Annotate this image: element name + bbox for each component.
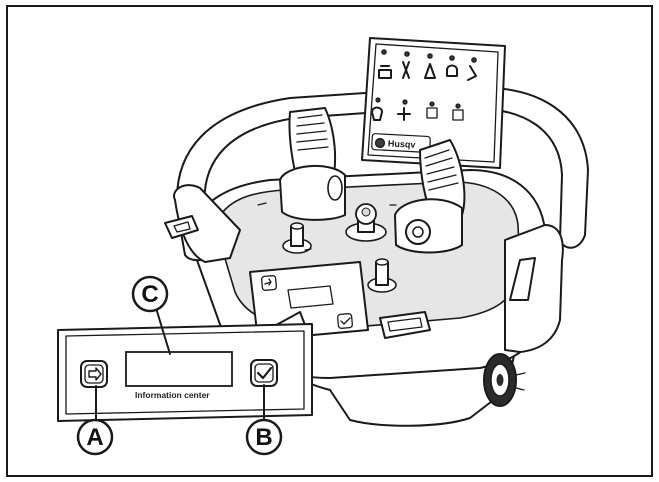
wheel xyxy=(483,353,526,407)
left-stick xyxy=(282,222,312,254)
brand-logo-icon xyxy=(374,137,386,149)
callout-a: A xyxy=(76,418,114,456)
indicator-icon-row-mid xyxy=(371,106,464,121)
unit-information-center xyxy=(249,261,369,341)
callout-b-label: B xyxy=(255,424,272,451)
callout-b: B xyxy=(245,418,283,456)
inset-caption: Information center xyxy=(135,390,210,400)
leader-line-c xyxy=(155,307,171,355)
callout-c: C xyxy=(131,275,169,313)
indicator-panel: Husqv xyxy=(361,37,506,169)
right-stick xyxy=(367,258,397,293)
arrow-right-icon xyxy=(88,367,102,381)
inset-right-button xyxy=(250,359,278,387)
callout-a-label: A xyxy=(86,424,103,451)
control-unit: Husqv xyxy=(164,37,589,427)
right-lever xyxy=(394,139,466,254)
brand-label: Husqv xyxy=(388,138,416,149)
left-lever xyxy=(279,107,346,221)
inset-display xyxy=(125,351,233,387)
checkmark-icon xyxy=(256,366,273,380)
callout-c-label: C xyxy=(141,281,158,308)
indicator-icon-row-top xyxy=(378,61,477,81)
inset-left-button xyxy=(80,360,108,388)
right-side-block xyxy=(504,224,564,353)
inset-information-center: Information center xyxy=(57,307,313,422)
right-side-fin xyxy=(509,257,536,301)
handle-bar-right xyxy=(469,86,589,249)
left-tag xyxy=(164,215,199,239)
centre-joystick xyxy=(345,203,387,242)
